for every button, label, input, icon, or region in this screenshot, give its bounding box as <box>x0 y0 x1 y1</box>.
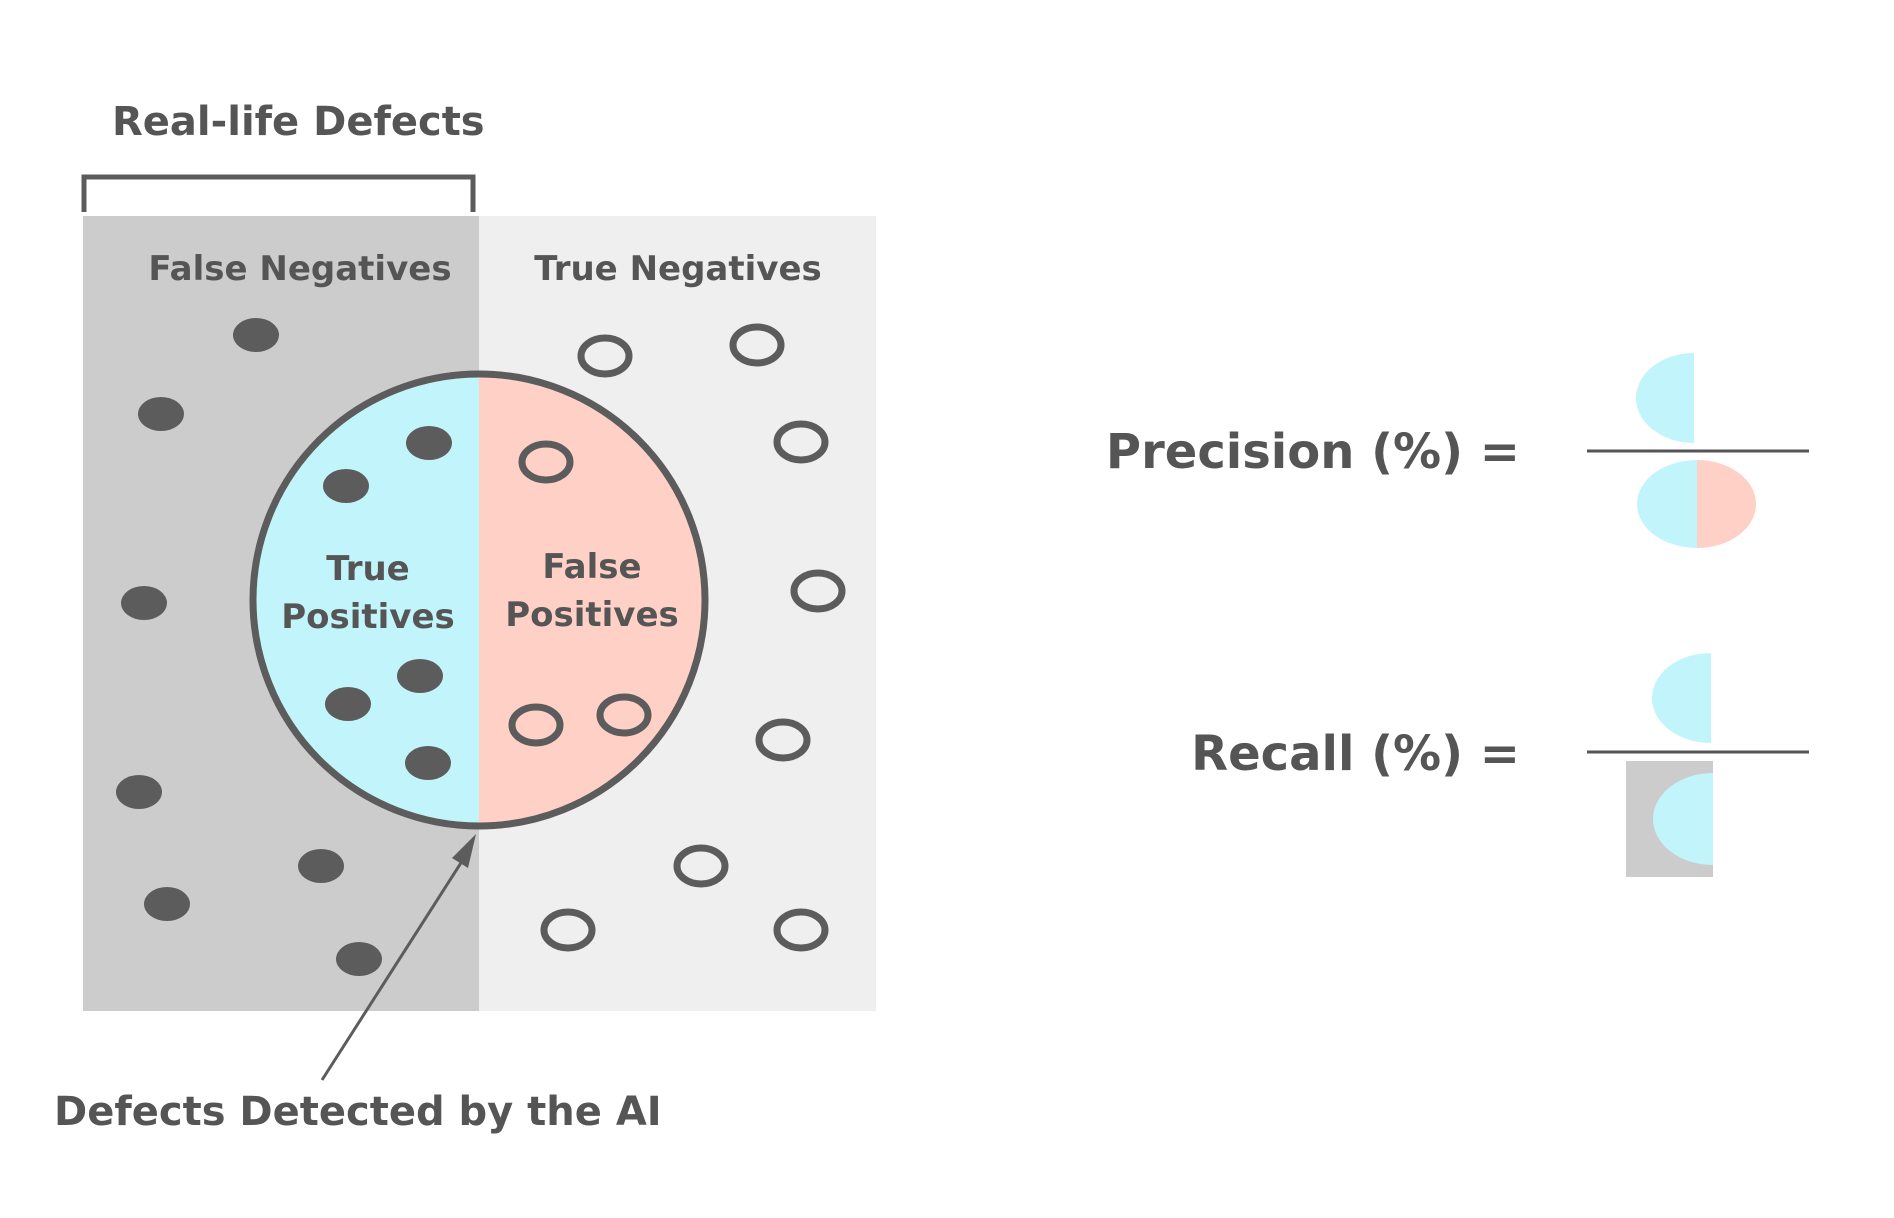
false-negative-dot <box>233 318 279 352</box>
arrow-shaft <box>320 854 468 1081</box>
false-positives-label-line1: False <box>542 547 641 587</box>
true-positives-label-line1: True <box>326 549 410 589</box>
false-negative-dot <box>116 775 162 809</box>
true-positive-dot <box>325 687 371 721</box>
true-negative-ring <box>540 908 596 952</box>
recall-formula: Recall (%) = <box>1191 653 1809 877</box>
true-negative-ring <box>773 908 829 952</box>
true-negative-defects <box>540 323 846 952</box>
detection-arrow <box>320 834 476 1081</box>
true-positive-dot <box>323 469 369 503</box>
precision-numerator-icon <box>1636 353 1694 443</box>
true-positive-dot <box>405 746 451 780</box>
precision-formula: Precision (%) = <box>1106 353 1809 548</box>
true-negative-ring <box>755 718 811 762</box>
precision-denominator-tp-icon <box>1637 460 1697 548</box>
precision-label: Precision (%) = <box>1106 424 1520 480</box>
ai-detection-circle: True Positives False Positives <box>249 370 709 830</box>
true-negative-ring <box>773 420 829 464</box>
real-life-defects-title: Real-life Defects <box>112 99 485 145</box>
false-negative-dot <box>336 942 382 976</box>
true-negative-ring <box>673 844 729 888</box>
false-negative-defects <box>116 318 382 976</box>
true-positive-dot <box>406 426 452 460</box>
real-life-defects-bracket <box>81 174 476 212</box>
recall-denominator-tp-icon <box>1653 773 1713 865</box>
true-negatives-label: True Negatives <box>534 249 822 289</box>
false-negative-dot <box>298 849 344 883</box>
false-positive-ring <box>596 693 652 737</box>
false-negatives-label: False Negatives <box>148 249 451 289</box>
recall-label: Recall (%) = <box>1191 726 1520 782</box>
false-positive-ring <box>508 703 564 747</box>
true-negative-ring <box>790 569 846 613</box>
true-positives-label-line2: Positives <box>281 597 455 637</box>
true-negative-ring <box>577 334 633 378</box>
defects-detected-label: Defects Detected by the AI <box>54 1089 662 1135</box>
false-positives-label-line2: Positives <box>505 595 679 635</box>
false-positive-ring <box>518 440 574 484</box>
false-negative-dot <box>138 397 184 431</box>
arrow-head <box>452 834 476 868</box>
true-negative-ring <box>729 323 785 367</box>
precision-denominator-fp-icon <box>1697 460 1756 548</box>
recall-numerator-icon <box>1652 653 1711 743</box>
true-positive-dot <box>397 659 443 693</box>
ai-detection-circle-outline <box>249 370 709 830</box>
false-negative-dot <box>144 887 190 921</box>
false-negative-dot <box>121 586 167 620</box>
